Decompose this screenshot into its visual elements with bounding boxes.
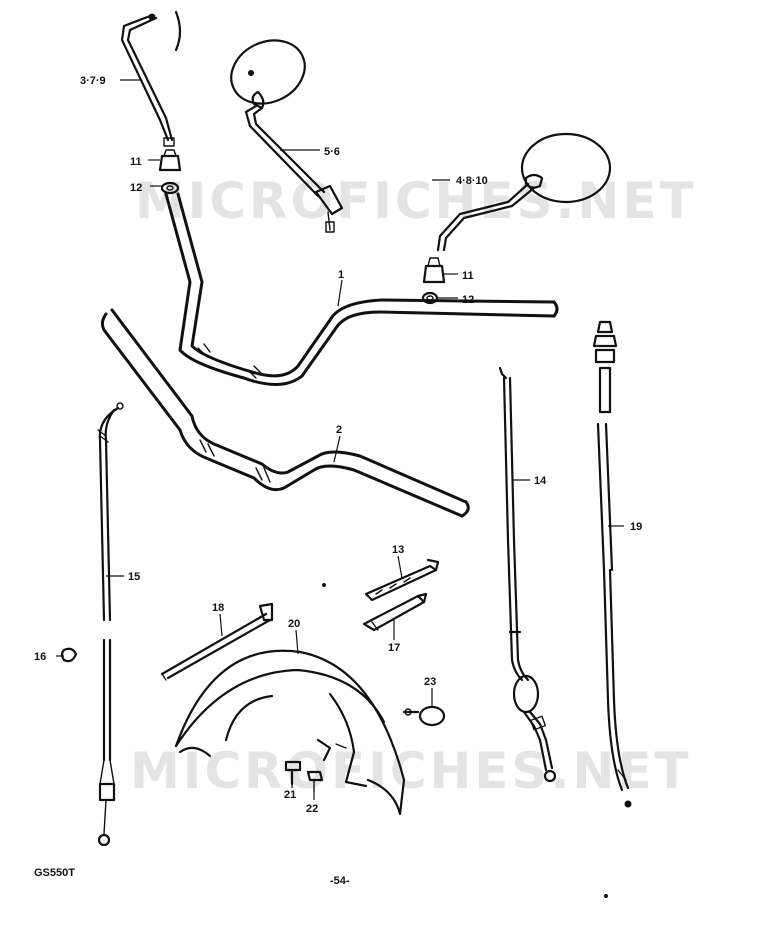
bolt-21 [284, 760, 302, 786]
callout-22: 22 [306, 803, 318, 815]
left-mirror [120, 10, 182, 147]
washer-12-left [160, 181, 180, 195]
strap-13 [364, 558, 440, 602]
leader-lines [56, 79, 624, 800]
callout-11-left: 11 [130, 156, 142, 168]
watermark-top: MICROFICHES.NET [135, 172, 697, 230]
washer-22 [306, 770, 324, 793]
front-fender-20 [174, 649, 406, 816]
right-mirror [436, 132, 612, 252]
cable-15 [97, 402, 124, 847]
watermark-bottom: MICROFICHES.NET [130, 742, 692, 800]
callout-16: 16 [34, 651, 46, 663]
callout-2: 2 [336, 424, 342, 436]
cable-14 [498, 366, 557, 783]
callout-labels: 3·7·9 5·6 4·8·10 11 12 11 12 1 2 13 14 1… [34, 75, 642, 815]
callout-5-6: 5·6 [324, 146, 340, 158]
callout-4-8-10: 4·8·10 [456, 175, 488, 187]
callout-20: 20 [288, 618, 300, 630]
nut-11-left [158, 149, 182, 172]
bracket-17 [362, 592, 428, 632]
center-mirror [230, 39, 344, 233]
cable-19 [592, 320, 632, 808]
callout-12-right: 12 [462, 294, 474, 306]
bolt-23 [402, 705, 446, 727]
page-number: -54- [330, 875, 350, 887]
clip-16 [60, 647, 78, 663]
callout-17: 17 [388, 642, 400, 654]
rod-18 [160, 602, 274, 681]
callout-11-right: 11 [462, 270, 474, 282]
model-label: GS550T [34, 867, 75, 879]
callout-14: 14 [534, 475, 547, 487]
handlebar-1 [164, 192, 559, 386]
callout-23: 23 [424, 676, 436, 688]
callout-15: 15 [128, 571, 140, 583]
callout-13: 13 [392, 544, 404, 556]
nut-11-right [422, 257, 446, 284]
callout-18: 18 [212, 602, 224, 614]
callout-12-left: 12 [130, 182, 142, 194]
callout-19: 19 [630, 521, 642, 533]
handlebar-2 [100, 308, 470, 518]
callout-1: 1 [338, 269, 344, 281]
callout-21: 21 [284, 789, 296, 801]
callout-3-7-9: 3·7·9 [80, 75, 106, 87]
